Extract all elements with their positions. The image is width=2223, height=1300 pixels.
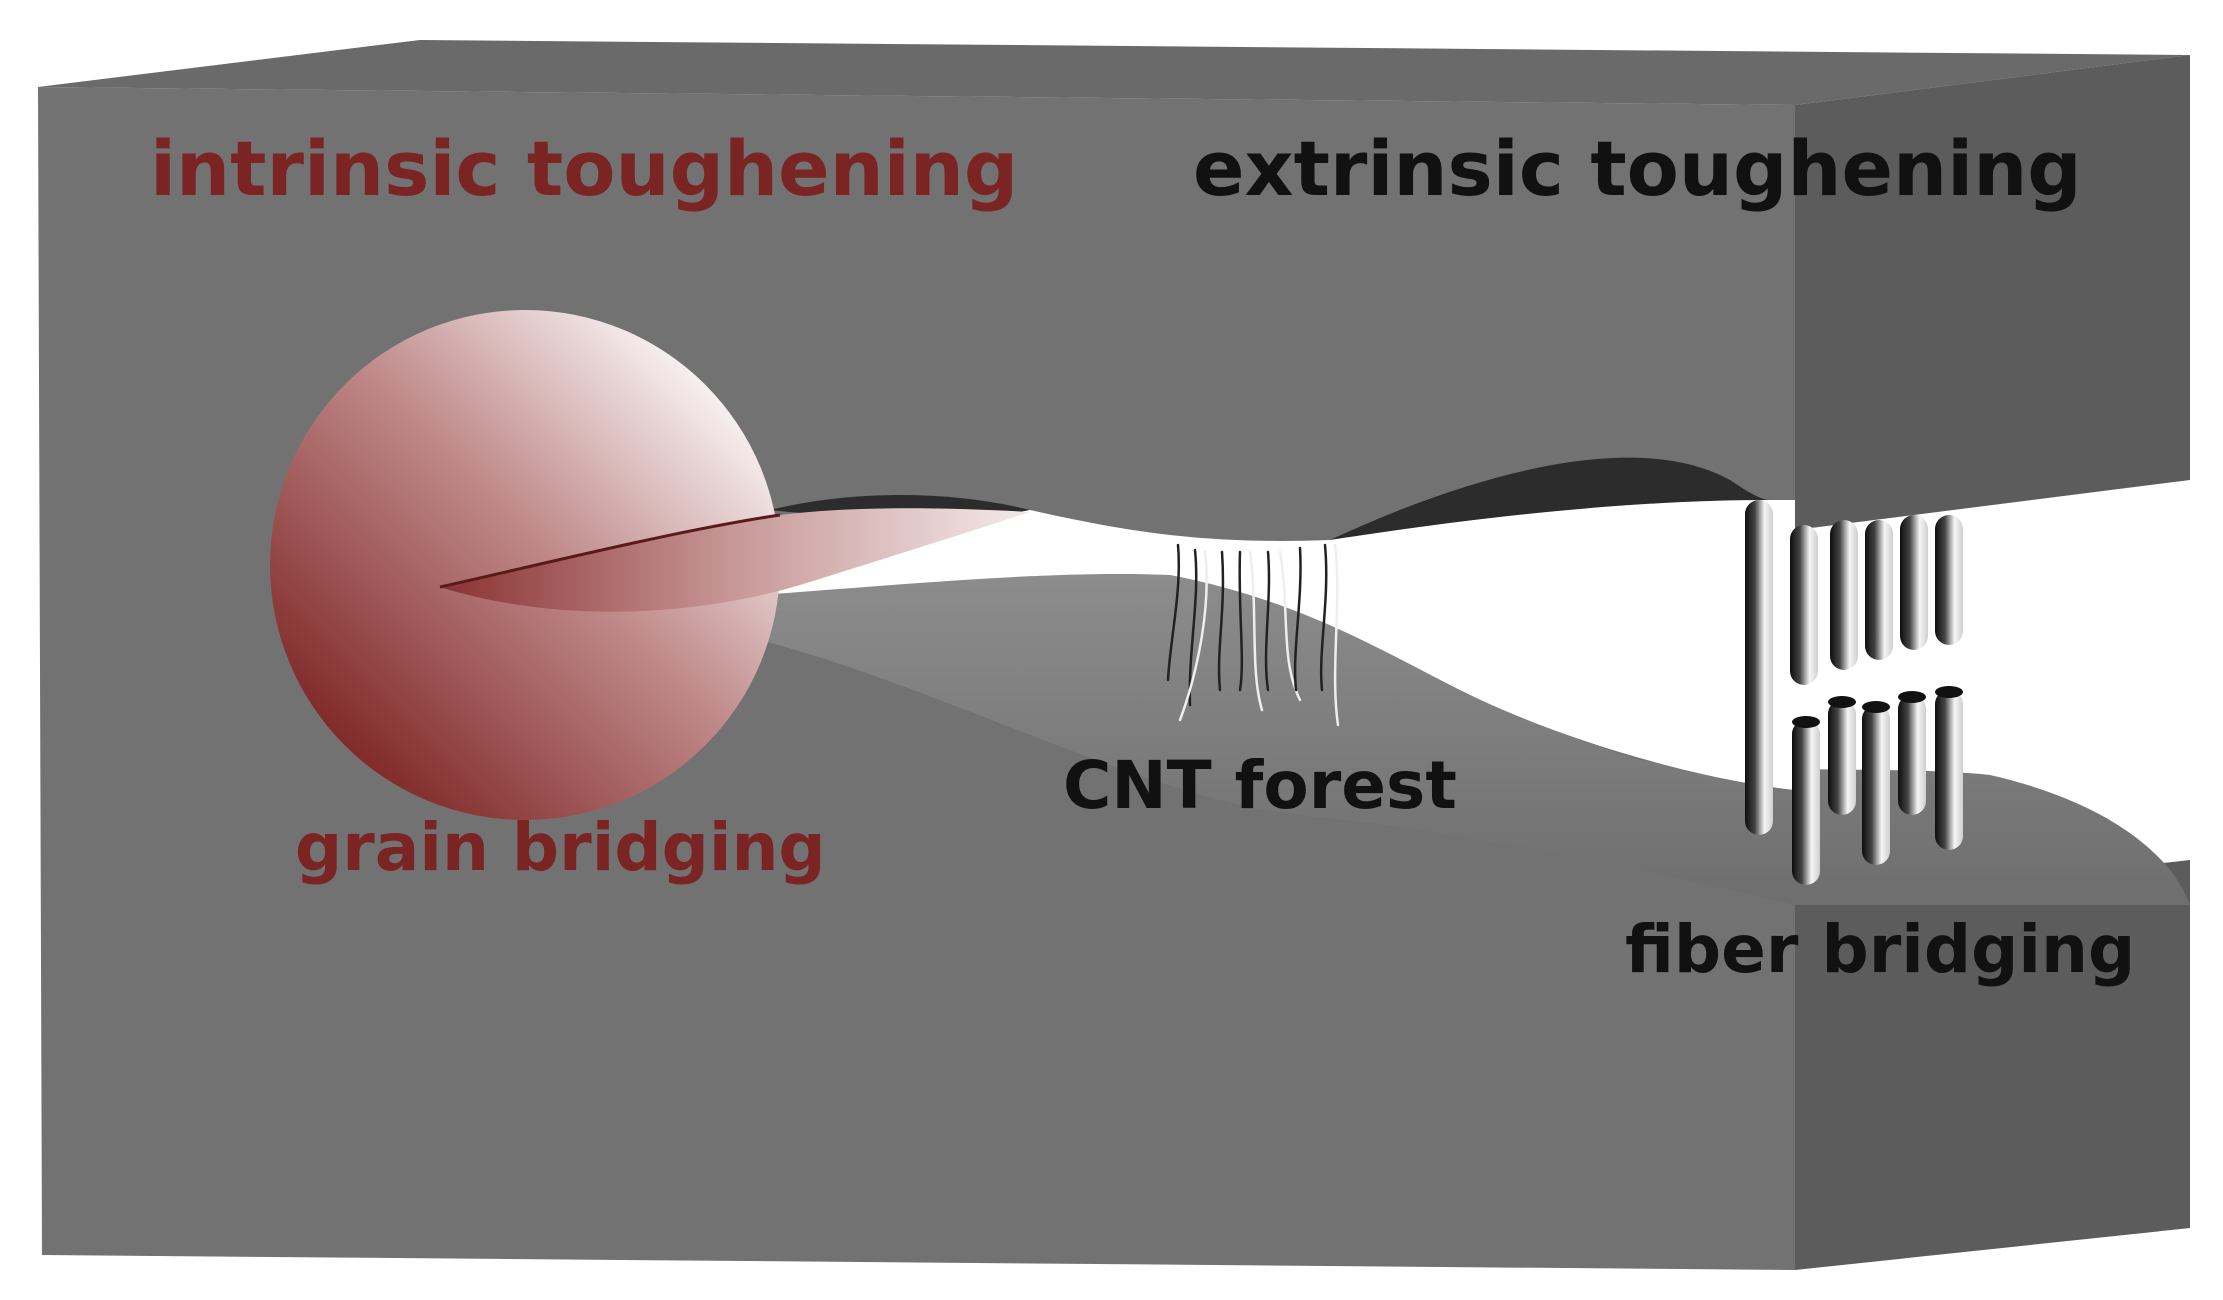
cnt-strand — [1319, 543, 1328, 692]
block-side-face-upper — [1795, 55, 2190, 530]
extrinsic-toughening-label: extrinsic toughening — [1193, 124, 2082, 213]
fiber — [1745, 500, 1773, 835]
grain-crack-edge — [439, 513, 781, 589]
fiber — [1862, 705, 1890, 865]
grain-sphere — [270, 310, 780, 820]
cnt-strand — [1278, 550, 1302, 702]
fiber-end — [1828, 696, 1856, 708]
upper-crack-lip-right — [1330, 457, 1770, 540]
fiber — [1830, 520, 1858, 670]
lower-fracture-surface — [760, 574, 2190, 905]
fiber-end — [1862, 701, 1890, 713]
fiber-bridging-label: fiber bridging — [1625, 911, 2135, 988]
fiber — [1790, 525, 1818, 685]
intrinsic-toughening-label: intrinsic toughening — [150, 124, 1018, 213]
cnt-strand — [1264, 550, 1271, 692]
grain-bridging-label: grain bridging — [295, 809, 826, 886]
fiber — [1935, 515, 1963, 645]
crack-opening — [760, 500, 1795, 790]
fiber — [1898, 695, 1926, 815]
fiber-bridges — [1745, 500, 1963, 885]
fiber — [1792, 720, 1820, 885]
cnt-strand — [1238, 550, 1244, 692]
cnt-strand — [1217, 550, 1225, 692]
fiber — [1865, 520, 1893, 660]
cnt-forest-label: CNT forest — [1063, 747, 1457, 824]
block-side-face-lower — [1795, 860, 2190, 1270]
block-top-face — [38, 40, 2190, 105]
cnt-strand — [1248, 550, 1264, 712]
cnt-strand — [1333, 543, 1340, 727]
cnt-forest — [1166, 543, 1340, 727]
fiber — [1935, 690, 1963, 850]
fiber-end — [1935, 686, 1963, 698]
fiber-end — [1898, 691, 1926, 703]
cnt-strand — [1293, 546, 1302, 692]
fiber — [1900, 515, 1928, 650]
cnt-strand — [1178, 550, 1208, 722]
fiber — [1828, 700, 1856, 815]
fiber-end — [1792, 716, 1820, 728]
cnt-strand — [1166, 543, 1181, 682]
grain-crack-wedge — [440, 508, 1030, 612]
